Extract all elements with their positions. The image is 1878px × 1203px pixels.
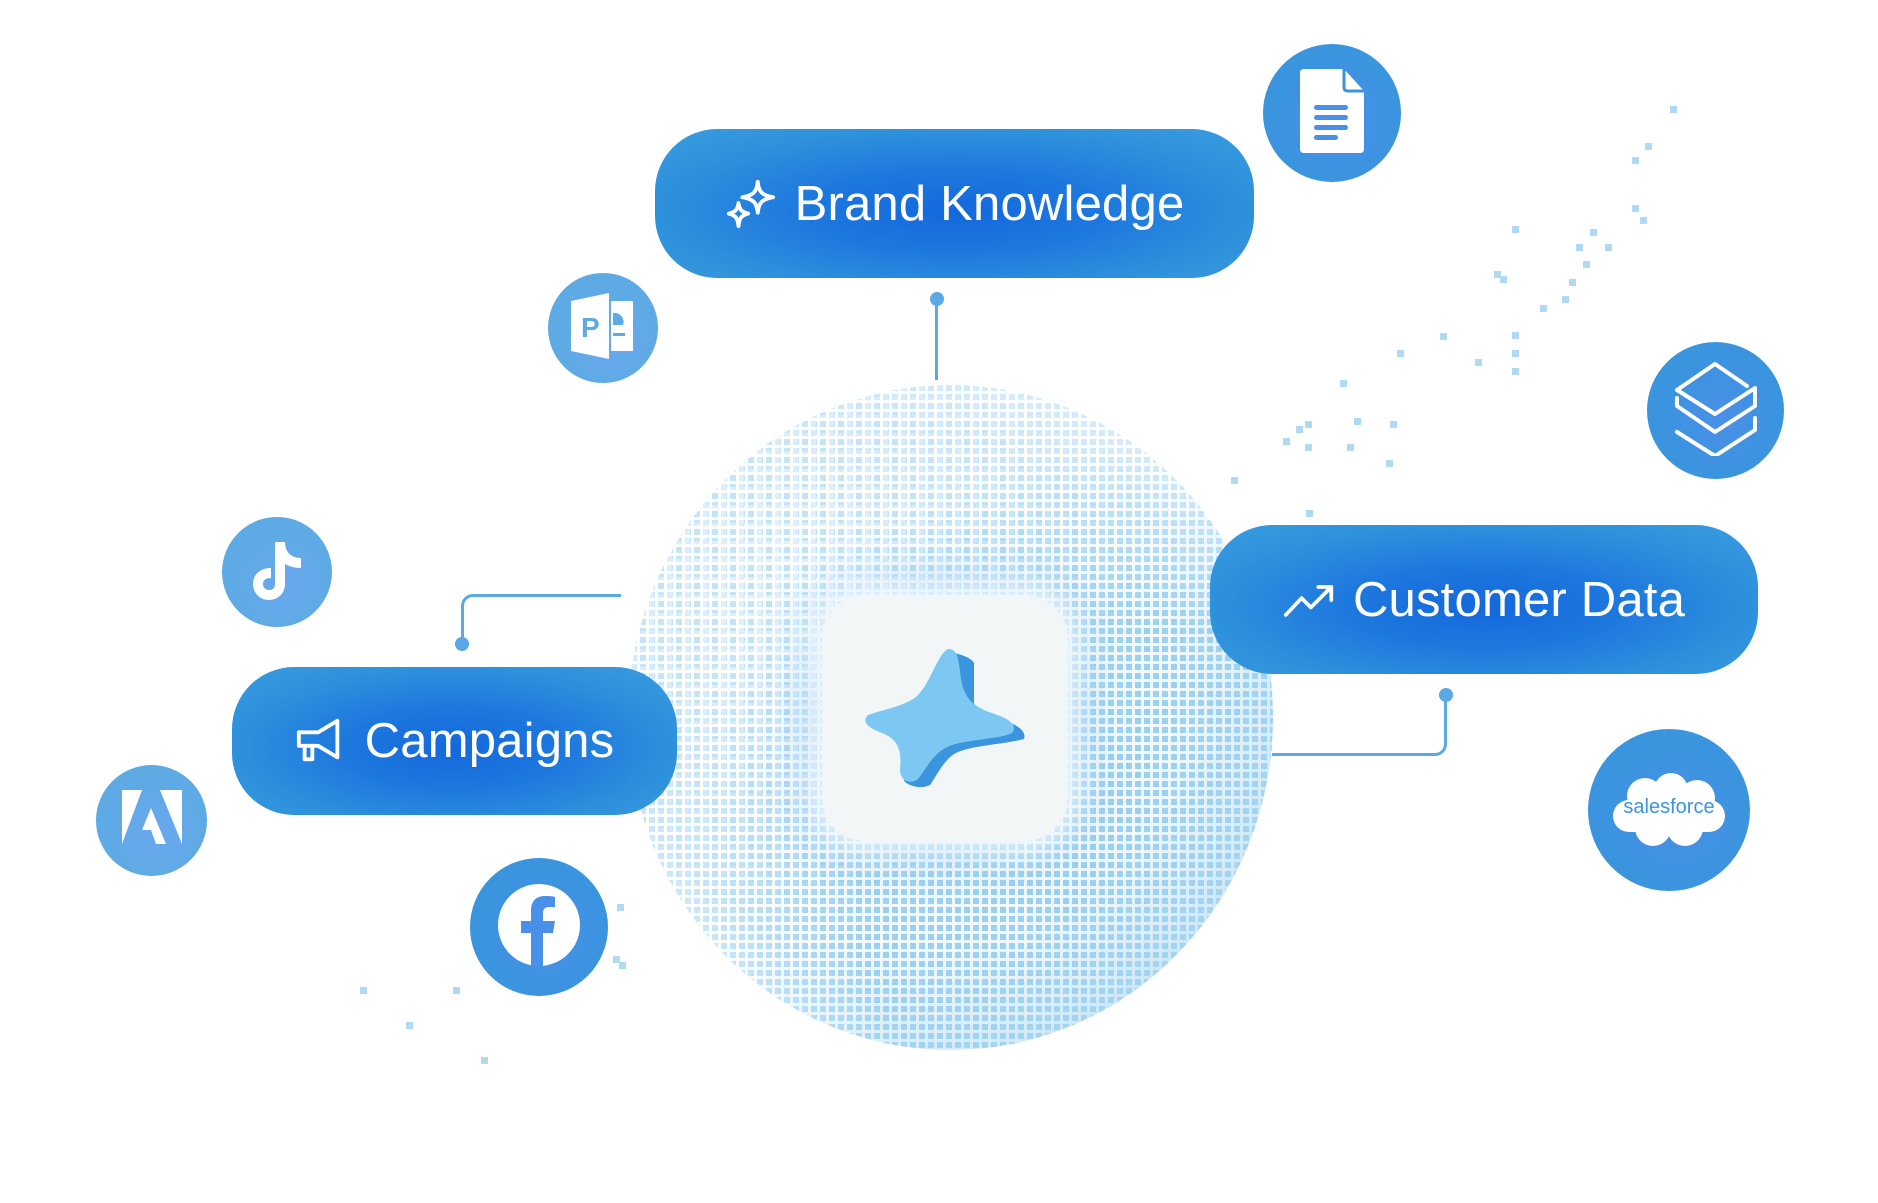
powerpoint-integration[interactable]: P [548,273,658,383]
tiktok-integration[interactable] [222,517,332,627]
svg-text:P: P [581,312,600,343]
salesforce-integration[interactable]: salesforce [1588,729,1750,891]
adobe-icon [121,790,182,851]
powerpoint-icon: P [571,292,635,364]
megaphone-icon [295,715,347,767]
brand-connector-line [935,300,938,380]
google-docs-integration[interactable] [1263,44,1401,182]
layers-stack-icon [1673,360,1759,461]
facebook-integration[interactable] [470,858,608,996]
campaigns-label: Campaigns [364,714,615,768]
sparkles-icon [725,178,777,230]
facebook-icon [497,883,581,972]
layers-integration[interactable] [1647,342,1784,479]
brand-knowledge-label: Brand Knowledge [794,176,1185,231]
campaigns-connector-line [461,594,621,642]
customer-data-node[interactable]: Customer Data [1210,525,1758,674]
tiktok-icon [249,538,305,607]
center-logo-card[interactable] [822,595,1068,841]
salesforce-wordmark: salesforce [1623,796,1715,818]
document-icon [1300,68,1364,158]
trending-up-icon [1283,574,1335,626]
customer-data-label: Customer Data [1352,572,1686,627]
salesforce-icon: salesforce [1609,770,1729,850]
adobe-integration[interactable] [96,765,207,876]
brand-knowledge-node[interactable]: Brand Knowledge [655,129,1254,278]
sparkle-star-logo-icon [860,641,1030,796]
brand-connector-dot [930,292,944,306]
campaigns-node[interactable]: Campaigns [232,667,677,815]
customer-connector-line [1272,696,1447,756]
